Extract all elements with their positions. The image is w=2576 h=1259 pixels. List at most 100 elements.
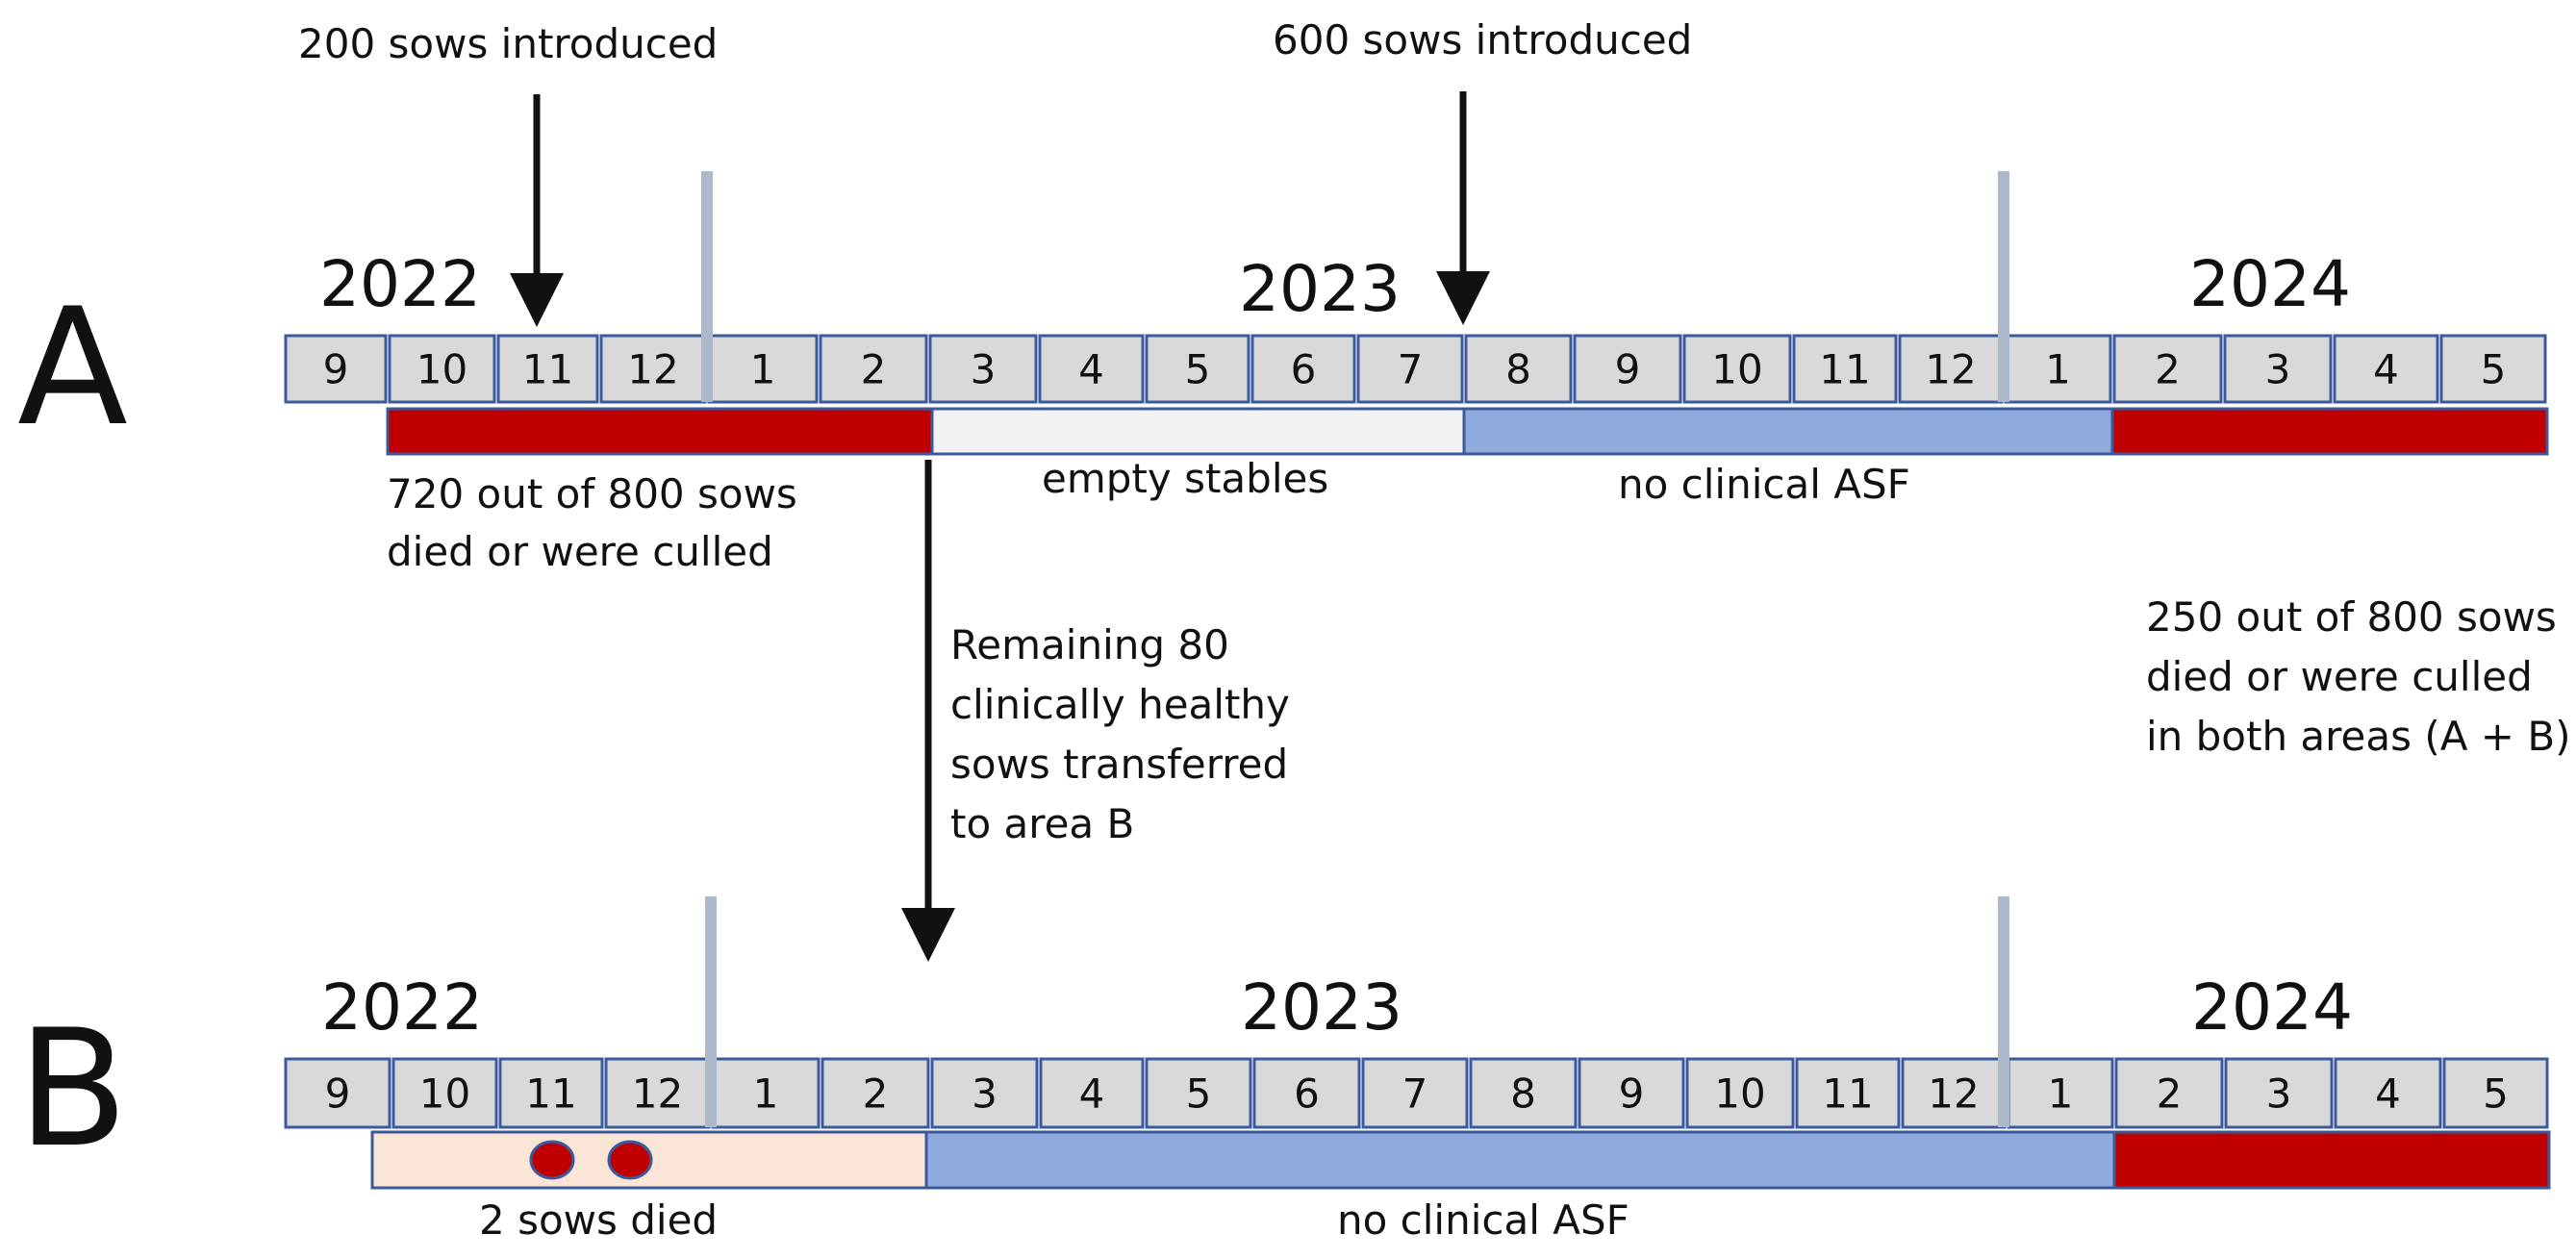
year-label-2023-a: 2023 xyxy=(1239,252,1401,326)
month-cell-b-8: 4 xyxy=(1039,1057,1145,1129)
month-cell-a-19: 3 xyxy=(2223,334,2333,404)
month-cell-box xyxy=(2112,334,2223,404)
month-cell-box xyxy=(498,1057,604,1129)
annotation-transfer-line-1: Remaining 80 xyxy=(950,621,1229,668)
month-label: 5 xyxy=(2483,1070,2509,1118)
month-cell-a-1: 9 xyxy=(284,334,388,404)
annotation-200-sows-introduced: 200 sows introduced xyxy=(298,20,718,67)
month-cell-box xyxy=(711,1057,821,1129)
month-cell-b-10: 6 xyxy=(1252,1057,1361,1129)
month-cell-box xyxy=(1038,334,1145,404)
year-label-2023-b: 2023 xyxy=(1241,970,1402,1045)
month-label: 2 xyxy=(2157,1070,2183,1118)
month-label: 6 xyxy=(1291,346,1317,393)
month-cell-b-9: 5 xyxy=(1145,1057,1252,1129)
annotation-transfer-line-4: to area B xyxy=(950,800,1134,847)
month-cell-b-5: 1 xyxy=(711,1057,821,1129)
month-cell-box xyxy=(1145,1057,1252,1129)
annotation-outbreak-2-line-2: died or were culled xyxy=(2146,653,2533,700)
month-cell-box xyxy=(2114,1057,2224,1129)
month-cell-box xyxy=(391,1057,498,1129)
month-cell-a-14: 10 xyxy=(1682,334,1792,404)
band-a-outbreak-2 xyxy=(2110,407,2549,456)
band-a-no-clinical-asf xyxy=(1462,407,2114,456)
month-label: 9 xyxy=(1619,1070,1645,1118)
month-cell-a-8: 4 xyxy=(1038,334,1145,404)
month-label: 5 xyxy=(2481,346,2507,393)
month-label: 4 xyxy=(1079,1070,1105,1118)
month-cell-b-7: 3 xyxy=(930,1057,1039,1129)
month-cell-b-13: 9 xyxy=(1578,1057,1685,1129)
month-label: 3 xyxy=(972,1070,998,1118)
month-cell-box xyxy=(2007,1057,2114,1129)
month-label: 6 xyxy=(1294,1070,1320,1118)
month-cell-b-3: 11 xyxy=(498,1057,604,1129)
month-cell-box xyxy=(1685,1057,1795,1129)
month-cell-b-19: 3 xyxy=(2224,1057,2334,1129)
month-cell-box xyxy=(2333,334,2439,404)
month-cell-a-9: 5 xyxy=(1145,334,1250,404)
month-label: 11 xyxy=(1822,1070,1873,1118)
annotation-no-clinical-asf-a: no clinical ASF xyxy=(1618,461,1910,508)
annotation-transfer-line-2: clinically healthy xyxy=(950,681,1290,728)
month-cell-b-21: 5 xyxy=(2442,1057,2549,1129)
month-cell-box xyxy=(1901,1057,2007,1129)
month-cell-a-7: 3 xyxy=(928,334,1038,404)
month-cell-b-16: 12 xyxy=(1901,1057,2007,1129)
month-cell-a-2: 10 xyxy=(388,334,496,404)
month-label: 4 xyxy=(2373,346,2399,393)
month-cell-b-18: 2 xyxy=(2114,1057,2224,1129)
month-label: 10 xyxy=(1711,346,1762,393)
annotation-outbreak-2-line-3: in both areas (A + B) xyxy=(2146,713,2571,760)
month-label: 12 xyxy=(1928,1070,1979,1118)
annotation-outbreak-1: 720 out of 800 sows died or were culled xyxy=(387,470,810,575)
month-label: 8 xyxy=(1510,1070,1536,1118)
death-marker-2 xyxy=(607,1140,653,1180)
band-a-empty-stables xyxy=(930,407,1466,456)
month-label: 2 xyxy=(2155,346,2181,393)
month-cell-a-20: 4 xyxy=(2333,334,2439,404)
month-cell-a-11: 7 xyxy=(1356,334,1464,404)
month-label: 1 xyxy=(753,1070,779,1118)
annotation-empty-stables: empty stables xyxy=(1042,455,1328,502)
month-cell-box xyxy=(819,334,928,404)
month-label: 5 xyxy=(1185,346,1211,393)
month-label: 10 xyxy=(1714,1070,1765,1118)
month-cell-box xyxy=(2442,1057,2549,1129)
month-cell-box xyxy=(1795,1057,1901,1129)
year-label-2022-b: 2022 xyxy=(321,970,483,1045)
month-cell-box xyxy=(1578,1057,1685,1129)
year-label-2024-a: 2024 xyxy=(2189,247,2351,321)
annotation-600-sows-introduced: 600 sows introduced xyxy=(1273,16,1692,63)
month-cell-b-17: 1 xyxy=(2007,1057,2114,1129)
annotation-transfer-line-3: sows transferred xyxy=(950,741,1288,788)
month-cell-box xyxy=(1792,334,1898,404)
annotation-2-sows-died: 2 sows died xyxy=(479,1196,718,1244)
month-label: 2 xyxy=(861,346,887,393)
month-label: 10 xyxy=(417,346,467,393)
month-cell-b-14: 10 xyxy=(1685,1057,1795,1129)
month-cell-box xyxy=(1356,334,1464,404)
month-cell-b-12: 8 xyxy=(1469,1057,1578,1129)
month-label: 9 xyxy=(323,346,349,393)
month-cell-box xyxy=(284,334,388,404)
month-cell-box xyxy=(388,334,496,404)
month-cell-a-10: 6 xyxy=(1250,334,1356,404)
month-label: 4 xyxy=(2375,1070,2401,1118)
annotation-no-clinical-asf-b: no clinical ASF xyxy=(1337,1196,1629,1244)
month-cell-b-11: 7 xyxy=(1361,1057,1469,1129)
month-cell-box xyxy=(496,334,599,404)
month-cell-box xyxy=(1039,1057,1145,1129)
month-cell-box xyxy=(930,1057,1039,1129)
month-cell-box xyxy=(1573,334,1682,404)
month-cell-a-5: 1 xyxy=(707,334,819,404)
month-cell-a-12: 8 xyxy=(1464,334,1573,404)
month-cell-box xyxy=(928,334,1038,404)
month-label: 9 xyxy=(1615,346,1641,393)
band-b-no-clinical-asf xyxy=(924,1130,2116,1190)
month-label: 3 xyxy=(2265,346,2291,393)
month-label: 7 xyxy=(1402,1070,1428,1118)
panel-label-b: B xyxy=(17,995,128,1183)
